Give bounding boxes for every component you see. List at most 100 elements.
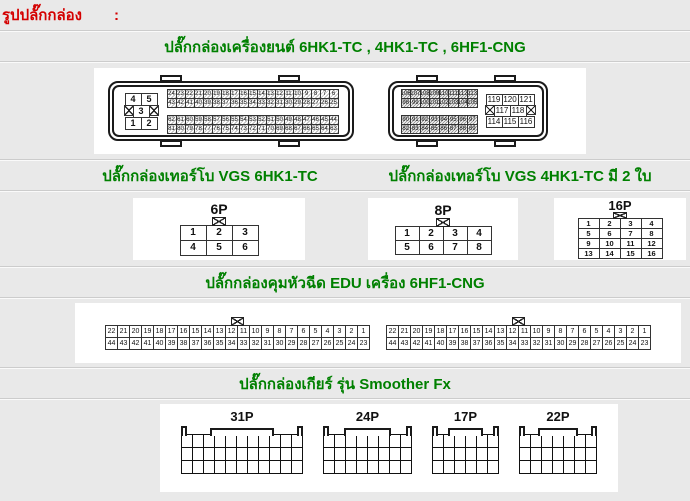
connector-latch-tab	[210, 427, 274, 436]
pin-row	[519, 446, 597, 461]
connector-clip	[494, 140, 516, 147]
connector-top-edge	[181, 425, 303, 436]
section-header-turbo: ปลั๊กกล่องเทอร์โบ VGS 6HK1-TC ปลั๊กกล่อง…	[0, 161, 690, 190]
gear-grid-24p	[323, 433, 412, 474]
pin-cell: 6	[418, 240, 444, 255]
pin-cell: 36	[482, 336, 495, 350]
separator	[0, 367, 690, 369]
pin-cell: 16	[640, 248, 663, 259]
pin-row	[181, 446, 303, 461]
page-title-colon: :	[113, 6, 119, 24]
pin-cell: 25	[328, 97, 339, 108]
gear-connector-31p: 31P	[181, 409, 303, 474]
pin-cell: 38	[177, 336, 190, 350]
pin-cell: 7	[442, 240, 468, 255]
connector-clip	[160, 140, 182, 147]
separator	[0, 30, 690, 32]
pin-cell: 4	[179, 240, 207, 256]
connector-label: 16P	[608, 198, 632, 213]
pin-cell: 2	[418, 226, 444, 241]
pin-cell: 2	[140, 116, 158, 130]
pin-cell: 5	[205, 240, 233, 256]
connector-ear	[297, 425, 303, 436]
pin-row	[432, 446, 499, 461]
pin-cell: 42	[410, 336, 423, 350]
connector-clip	[416, 75, 438, 82]
pin-cell: 8	[466, 240, 492, 255]
separator	[0, 159, 690, 161]
gear-connector-section: 31P 24P 17P	[0, 400, 690, 496]
section-header-engine: ปลั๊กกล่องเครื่องยนต์ 6HK1-TC , 4HK1-TC …	[0, 32, 690, 61]
separator	[0, 61, 690, 63]
pin-row	[181, 459, 303, 474]
gear-connector-panel: 31P 24P 17P	[160, 404, 618, 492]
connector-label: 24P	[355, 409, 380, 424]
section-header-engine-text: ปลั๊กกล่องเครื่องยนต์ 6HK1-TC , 4HK1-TC …	[164, 38, 526, 56]
pin-cell: 23	[638, 336, 651, 350]
keyway-x-marker	[212, 217, 226, 226]
connector-ear	[590, 425, 597, 436]
pin-cell: 105	[467, 97, 478, 108]
section-header-gear: ปลั๊กกล่องเกียร์ รุ่น Smoother Fx	[0, 369, 690, 398]
pin-cell: 89	[467, 123, 478, 134]
pin-cell: 4	[466, 226, 492, 241]
gear-connector-22p: 22P	[519, 409, 597, 474]
connector-ear	[181, 425, 187, 436]
pin-cell: 2	[205, 225, 233, 241]
keyway-x-cell	[148, 104, 159, 116]
gear-connector-24p: 24P	[323, 409, 412, 474]
pin-cell: 116	[517, 116, 535, 128]
connector-label: 8P	[434, 202, 452, 218]
gear-grid-31p	[181, 433, 303, 474]
pin-cell: 32	[530, 336, 543, 350]
keyway-x-marker	[613, 212, 627, 219]
connector-latch-tab	[344, 427, 391, 436]
connector-label: 31P	[230, 409, 254, 424]
pin-cell: 114	[485, 116, 503, 128]
connector-top-edge	[432, 425, 499, 436]
connector-top-edge	[323, 425, 412, 436]
pin-row	[432, 459, 499, 474]
pin-row	[432, 433, 499, 448]
pin-cell	[585, 459, 597, 474]
connector-latch-tab	[448, 427, 483, 436]
pin-cell: 24	[345, 336, 358, 350]
pin-cell	[400, 446, 412, 461]
pin-row	[519, 433, 597, 448]
connector-ear	[432, 425, 438, 436]
pin-row	[323, 446, 412, 461]
pin-row	[323, 459, 412, 474]
keyway-x-marker	[512, 316, 525, 326]
